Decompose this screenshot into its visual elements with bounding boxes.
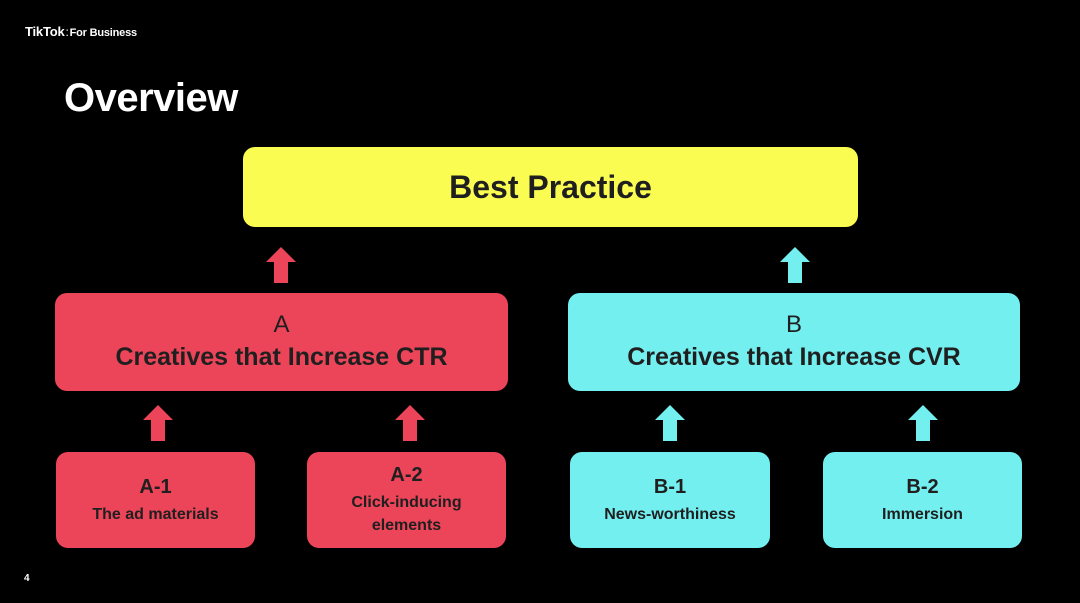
branch-a-letter: A — [273, 311, 290, 338]
best-practice-box: Best Practice — [243, 147, 864, 233]
arrow-up-icon — [780, 247, 810, 283]
leaf-a1-box: A-1 The ad materials — [56, 452, 261, 554]
leaf-b1-desc: News-worthiness — [604, 505, 736, 523]
branch-a-box: A Creatives that Increase CTR — [55, 293, 514, 397]
leaf-a2-box: A-2 Click-inducing elements — [307, 452, 512, 554]
leaf-b2-box: B-2 Immersion — [823, 452, 1028, 554]
branch-a-title: Creatives that Increase CTR — [115, 343, 448, 371]
leaf-b2-desc: Immersion — [882, 505, 963, 523]
branch-b-letter: B — [785, 311, 802, 338]
leaf-a1-code: A-1 — [139, 475, 172, 498]
arrow-up-icon — [908, 405, 938, 441]
branch-b-title: Creatives that Increase CVR — [627, 343, 961, 371]
leaf-b2-code: B-2 — [906, 475, 939, 498]
leaf-a2-code: A-2 — [390, 464, 423, 486]
arrow-up-icon — [143, 405, 173, 441]
brand-logo: TikTok:For Business — [25, 24, 137, 39]
best-practice-label: Best Practice — [449, 168, 652, 205]
brand-suffix: For Business — [69, 27, 137, 39]
page-number: 4 — [24, 573, 30, 584]
leaf-a2-desc: Click-inducing elements — [351, 494, 462, 534]
leaf-b1-code: B-1 — [653, 475, 687, 498]
branch-b-box: B Creatives that Increase CVR — [568, 293, 1026, 397]
page-title: Overview — [64, 76, 238, 120]
arrow-up-icon — [655, 405, 685, 441]
arrow-up-icon — [395, 405, 425, 441]
brand-separator: : — [65, 25, 69, 39]
leaf-a1-desc: The ad materials — [92, 505, 219, 523]
arrow-up-icon — [266, 247, 296, 283]
brand-name: TikTok — [25, 24, 65, 39]
leaf-b1-box: B-1 News-worthiness — [570, 452, 776, 554]
